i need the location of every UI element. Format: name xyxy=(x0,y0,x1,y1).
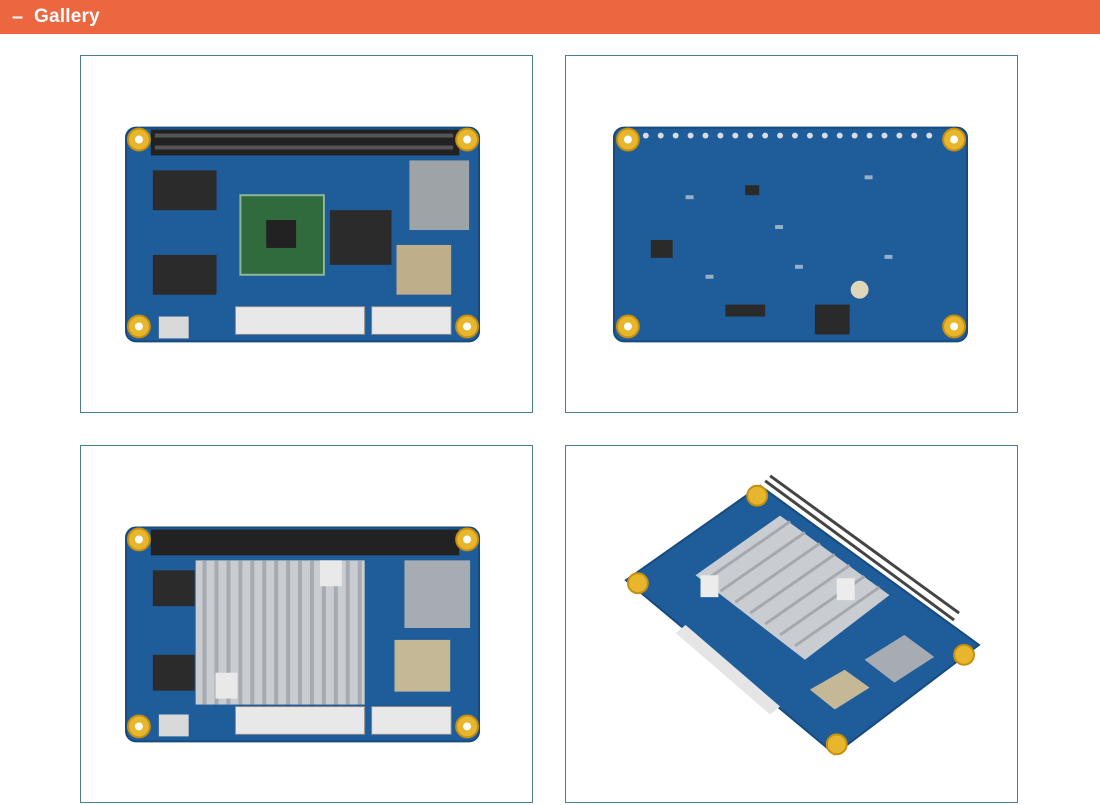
section-title: Gallery xyxy=(34,6,100,27)
gallery-image-board-top-view[interactable] xyxy=(80,55,533,413)
board-top-heatsink-view-image xyxy=(125,526,481,743)
board-bottom-view-image xyxy=(613,126,969,343)
gallery-image-board-bottom-view[interactable] xyxy=(565,55,1018,413)
board-angled-heatsink-view-image xyxy=(624,474,981,756)
board-top-view-image xyxy=(125,126,481,343)
gallery-section-header[interactable]: – Gallery xyxy=(0,0,1100,34)
gallery-image-board-angled-heatsink-view[interactable] xyxy=(565,445,1018,803)
collapse-toggle-icon[interactable]: – xyxy=(12,6,24,28)
gallery-grid xyxy=(80,55,1020,805)
gallery-image-board-top-heatsink-view[interactable] xyxy=(80,445,533,803)
